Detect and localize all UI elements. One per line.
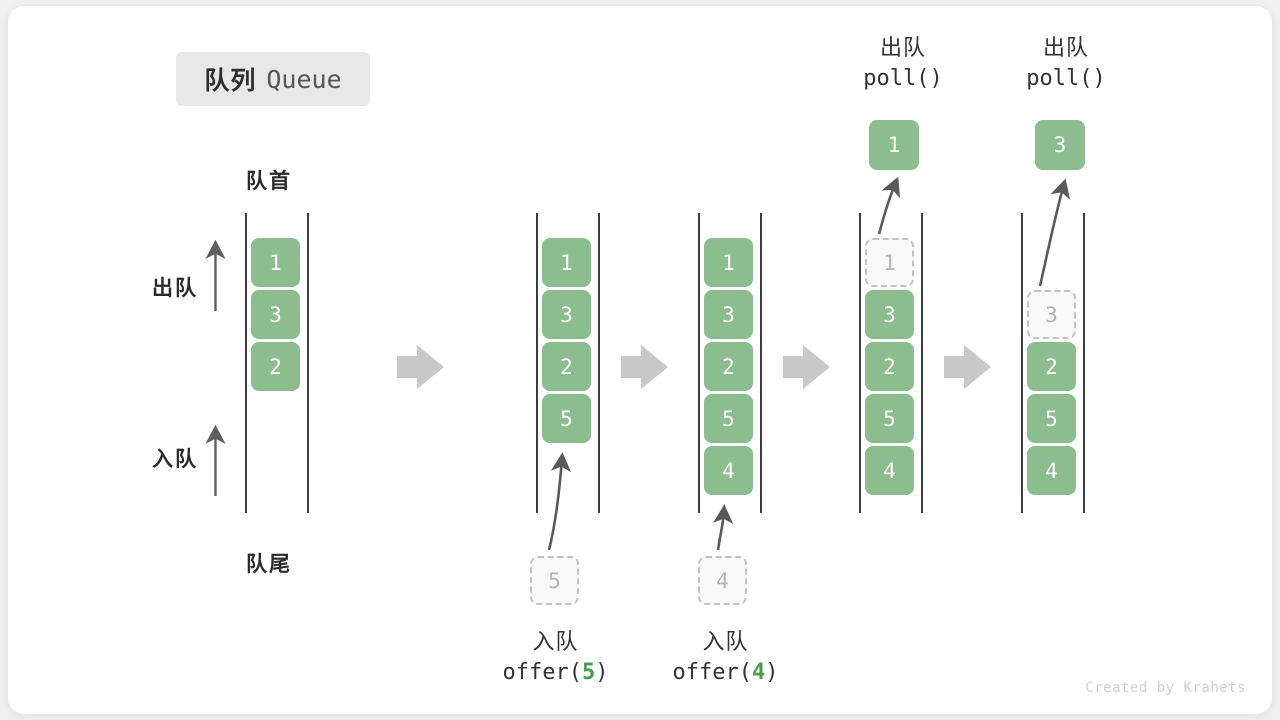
queue-cell: 4 — [704, 446, 753, 495]
rear-label: 队尾 — [246, 553, 292, 576]
queue-cell: 4 — [1027, 446, 1076, 495]
queue-rail-right-2 — [598, 213, 600, 513]
figure-title-cn: 队列 — [204, 67, 257, 95]
queue-cell: 5 — [865, 394, 914, 443]
operation-caption-offer-5: 入队 offer(5) — [448, 626, 663, 688]
queue-rail-left-5 — [1021, 213, 1023, 513]
queue-cell: 4 — [865, 446, 914, 495]
queue-cell: 3 — [251, 290, 300, 339]
figure-title-chip: 队列 Queue — [176, 52, 370, 106]
enqueue-direction-label: 入队 — [152, 448, 198, 471]
queue-cell: 1 — [542, 238, 591, 287]
enqueue-curve-arrow — [713, 504, 734, 551]
queue-rail-right-4 — [921, 213, 923, 513]
operation-caption-poll-3: 出队 poll() — [976, 32, 1156, 94]
enqueue-curve-arrow — [547, 452, 572, 551]
operation-name: 出队 — [879, 35, 926, 60]
queue-rail-left-2 — [536, 213, 538, 513]
queue-rail-right-1 — [307, 213, 309, 513]
step-arrow — [621, 345, 668, 389]
operation-arg: 5 — [581, 660, 596, 686]
figure-title-en: Queue — [266, 64, 342, 94]
operation-arg: 4 — [751, 660, 766, 686]
popped-element: 3 — [1035, 120, 1085, 170]
incoming-element: 5 — [530, 556, 579, 605]
operation-code: poll() — [1026, 66, 1106, 92]
queue-cell: 3 — [865, 290, 914, 339]
dequeue-direction-label: 出队 — [152, 277, 198, 300]
step-arrow — [783, 345, 830, 389]
popped-element: 1 — [869, 120, 919, 170]
queue-rail-left-4 — [859, 213, 861, 513]
queue-cell-removed: 3 — [1027, 290, 1076, 339]
queue-cell: 2 — [542, 342, 591, 391]
operation-name: 入队 — [702, 629, 749, 654]
queue-cell: 2 — [865, 342, 914, 391]
operation-name: 出队 — [1042, 35, 1089, 60]
queue-cell-removed: 1 — [865, 238, 914, 287]
queue-cell: 1 — [704, 238, 753, 287]
queue-cell: 1 — [251, 238, 300, 287]
incoming-element: 4 — [698, 556, 747, 605]
dequeue-curve-arrow — [877, 176, 901, 235]
credit-text: Created by Krahets — [1085, 680, 1246, 696]
queue-cell: 3 — [704, 290, 753, 339]
queue-rail-left-1 — [245, 213, 247, 513]
queue-cell: 5 — [704, 394, 753, 443]
queue-cell: 5 — [542, 394, 591, 443]
operation-caption-poll-1: 出队 poll() — [813, 32, 993, 94]
queue-cell: 3 — [542, 290, 591, 339]
queue-rail-right-3 — [760, 213, 762, 513]
dequeue-curve-arrow — [1038, 178, 1071, 287]
queue-rail-left-3 — [698, 213, 700, 513]
operation-code: poll() — [863, 66, 943, 92]
queue-cell: 5 — [1027, 394, 1076, 443]
step-arrow — [397, 345, 444, 389]
queue-cell: 2 — [251, 342, 300, 391]
queue-rail-right-5 — [1083, 213, 1085, 513]
operation-code: offer(5) — [502, 660, 609, 686]
step-arrow — [944, 345, 991, 389]
front-label: 队首 — [246, 170, 292, 193]
operation-code: offer(4) — [672, 660, 779, 686]
operation-caption-offer-4: 入队 offer(4) — [618, 626, 833, 688]
operation-name: 入队 — [532, 629, 579, 654]
queue-cell: 2 — [1027, 342, 1076, 391]
diagram-card: 队列 Queue 队首 队尾 出队 入队 1 3 2 1 3 2 5 5 入队 … — [8, 6, 1272, 714]
queue-cell: 2 — [704, 342, 753, 391]
